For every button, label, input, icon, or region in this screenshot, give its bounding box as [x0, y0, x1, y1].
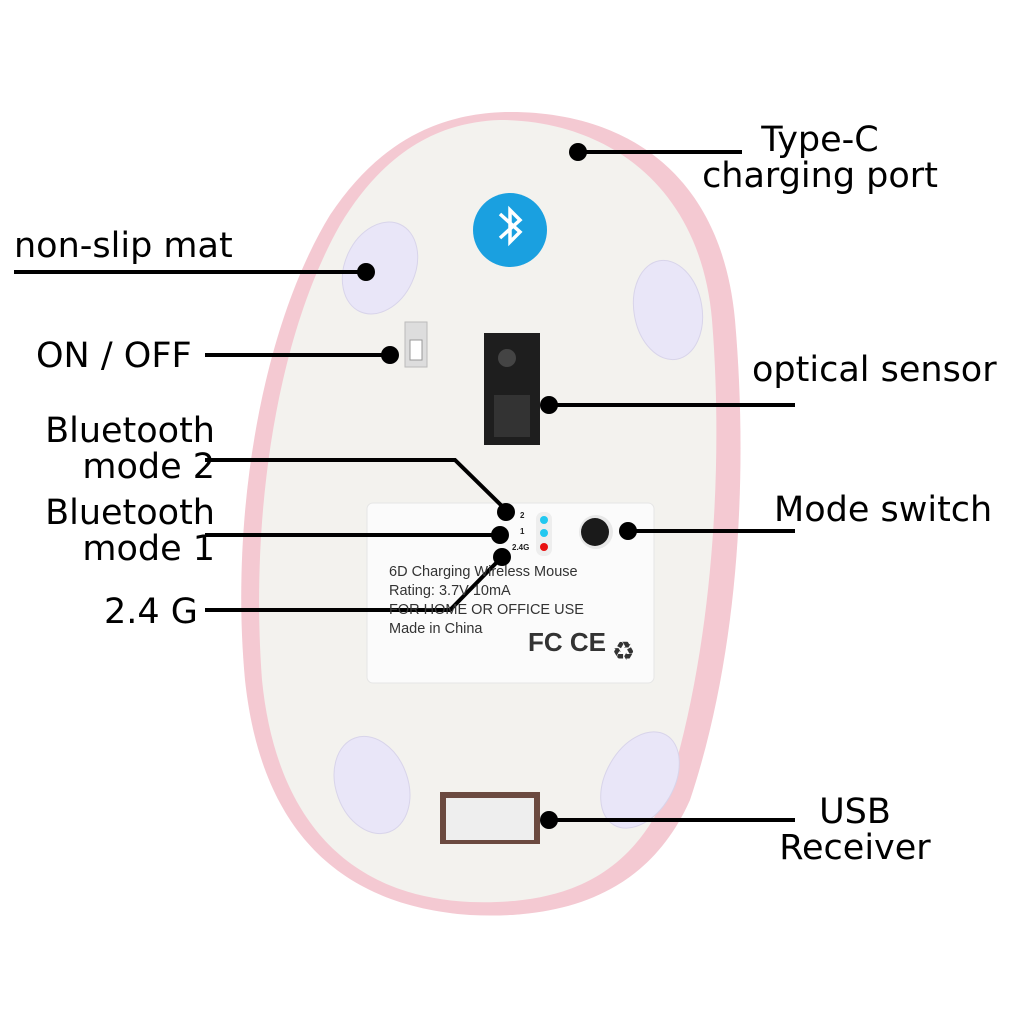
leader-dots	[357, 143, 637, 829]
leader-lines	[14, 150, 795, 822]
led-bt2	[540, 516, 548, 524]
label-on-off: ON / OFF	[36, 336, 192, 376]
sticker-line: Rating: 3.7V 10mA	[389, 583, 511, 599]
non-slip-mat	[600, 731, 680, 829]
sticker-line: Made in China	[389, 621, 483, 637]
non-slip-mat	[333, 735, 411, 835]
led-label-1: 1	[520, 527, 525, 536]
sticker-line: 6D Charging Wireless Mouse	[389, 564, 578, 580]
sticker-text: 6D Charging Wireless Mouse Rating: 3.7V …	[389, 563, 584, 639]
mode-switch-button	[581, 518, 609, 546]
sticker-line: FOR HOME OR OFFICE USE	[389, 602, 584, 618]
non-slip-mat	[632, 259, 704, 361]
led-label-2: 2	[520, 511, 525, 520]
led-bt1	[540, 529, 548, 537]
sticker	[366, 502, 655, 684]
label-non-slip-mat: non-slip mat	[14, 226, 233, 266]
led-label-24g: 2.4G	[512, 543, 530, 552]
label-2-4g: 2.4 G	[104, 592, 198, 632]
label-mode-switch: Mode switch	[774, 490, 993, 530]
certification-marks: FC CE	[528, 627, 606, 657]
led-24g	[540, 543, 548, 551]
recycle-icon: ♻	[612, 637, 635, 667]
label-optical-sensor: optical sensor	[752, 350, 997, 390]
non-slip-mat	[341, 221, 419, 315]
